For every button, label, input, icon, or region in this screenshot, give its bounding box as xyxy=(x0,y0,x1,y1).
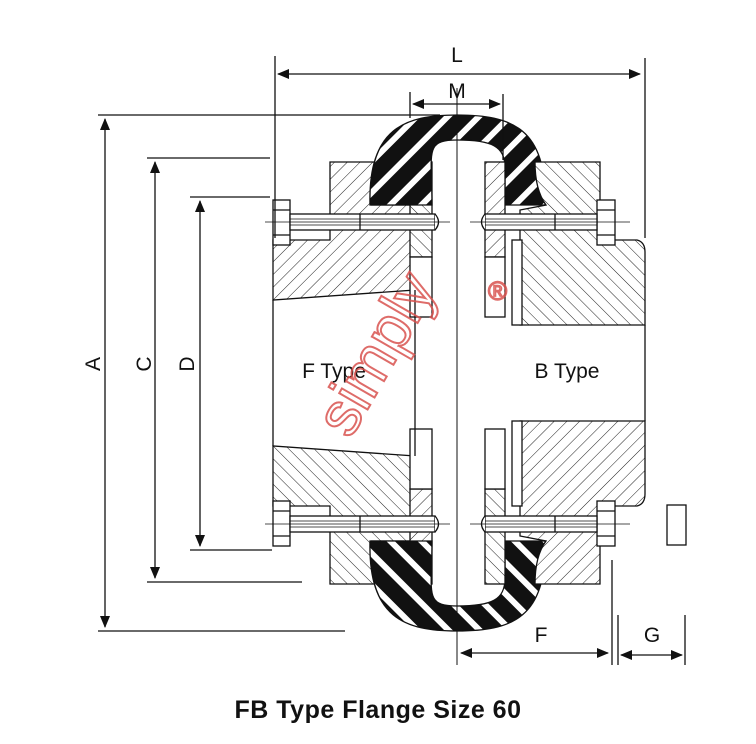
right-type-label: B Type xyxy=(535,360,600,383)
dim-label-A: A xyxy=(82,357,105,371)
watermark-registered: ® xyxy=(488,276,507,306)
dim-label-M: M xyxy=(448,80,466,103)
dimension-lines xyxy=(98,56,687,665)
figure-title: FB Type Flange Size 60 xyxy=(234,696,522,724)
bore-lines xyxy=(272,290,646,456)
lower-section xyxy=(264,420,646,632)
dim-label-D: D xyxy=(176,356,199,371)
dim-label-F: F xyxy=(535,624,548,647)
upper-section xyxy=(264,114,646,326)
dim-label-C: C xyxy=(133,356,156,371)
dim-label-G: G xyxy=(644,624,660,647)
dim-label-L: L xyxy=(451,44,463,67)
left-type-label: F Type xyxy=(302,360,366,383)
